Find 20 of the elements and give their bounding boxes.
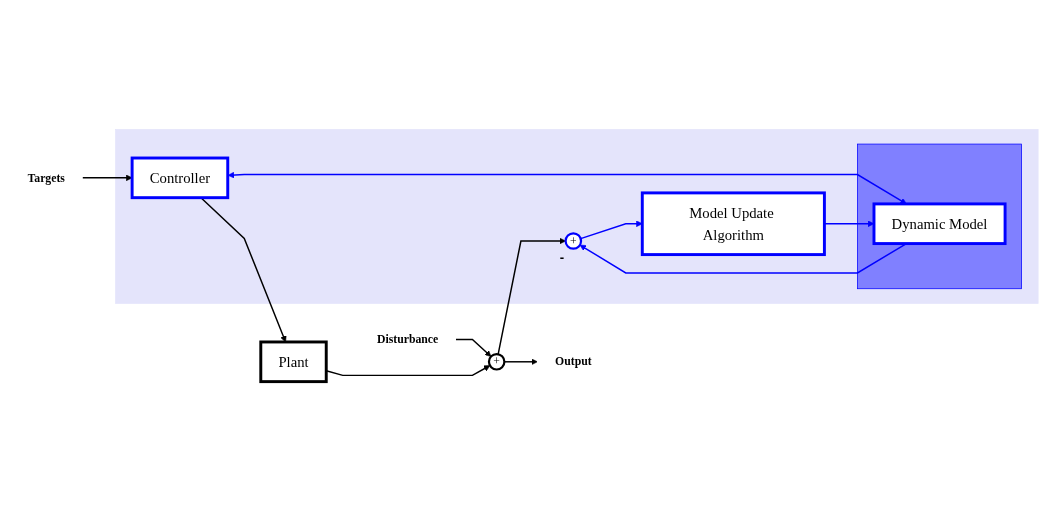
node-text: Output <box>554 354 592 368</box>
node-text: Disturbance <box>376 332 438 345</box>
node-box: Model Update Algorithm <box>640 190 826 256</box>
cluster <box>114 128 1038 304</box>
arrow <box>496 237 566 355</box>
node-box: Plant <box>258 340 328 383</box>
arrow <box>823 220 874 227</box>
cluster <box>856 143 1022 289</box>
arrow <box>325 364 490 376</box>
arrow <box>503 358 538 365</box>
sign-label: - <box>559 249 564 265</box>
arrow <box>227 171 907 204</box>
arrow <box>579 242 907 274</box>
node-circle: + <box>487 352 505 371</box>
node-text: Targets <box>27 170 65 184</box>
node-box: Dynamic Model <box>872 201 1007 245</box>
arrow <box>454 338 491 357</box>
node-circle: + <box>564 231 582 250</box>
node-box: Controller <box>130 156 229 199</box>
arrow <box>81 174 132 181</box>
